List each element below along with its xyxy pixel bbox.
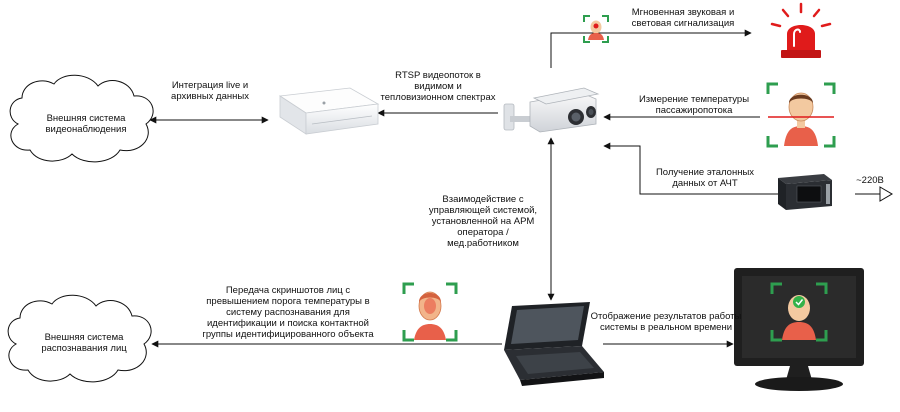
power-arrow-icon <box>879 186 893 202</box>
face-scan-small-icon <box>583 15 609 43</box>
alarm-beacon-icon <box>770 2 832 58</box>
nvr-recorder-icon <box>278 87 380 135</box>
cloud-video-shape <box>9 74 154 163</box>
monitor-icon <box>734 268 864 391</box>
blackbody-calibrator-icon <box>778 174 832 210</box>
power-label: ~220В <box>856 175 884 186</box>
thermal-bullet-camera-icon <box>503 87 600 133</box>
face-hot-icon <box>402 282 458 342</box>
face-scan-small-face <box>588 20 604 40</box>
face-ok-frame <box>770 282 828 342</box>
rugged-laptop-icon <box>504 302 604 386</box>
face-ok-icon <box>782 322 816 340</box>
face-temperature-icon <box>766 82 836 148</box>
connectors <box>149 29 880 348</box>
cloud-recognition-shape <box>7 294 152 383</box>
arrow-reference <box>603 142 778 195</box>
arrow-alarm <box>550 29 752 68</box>
